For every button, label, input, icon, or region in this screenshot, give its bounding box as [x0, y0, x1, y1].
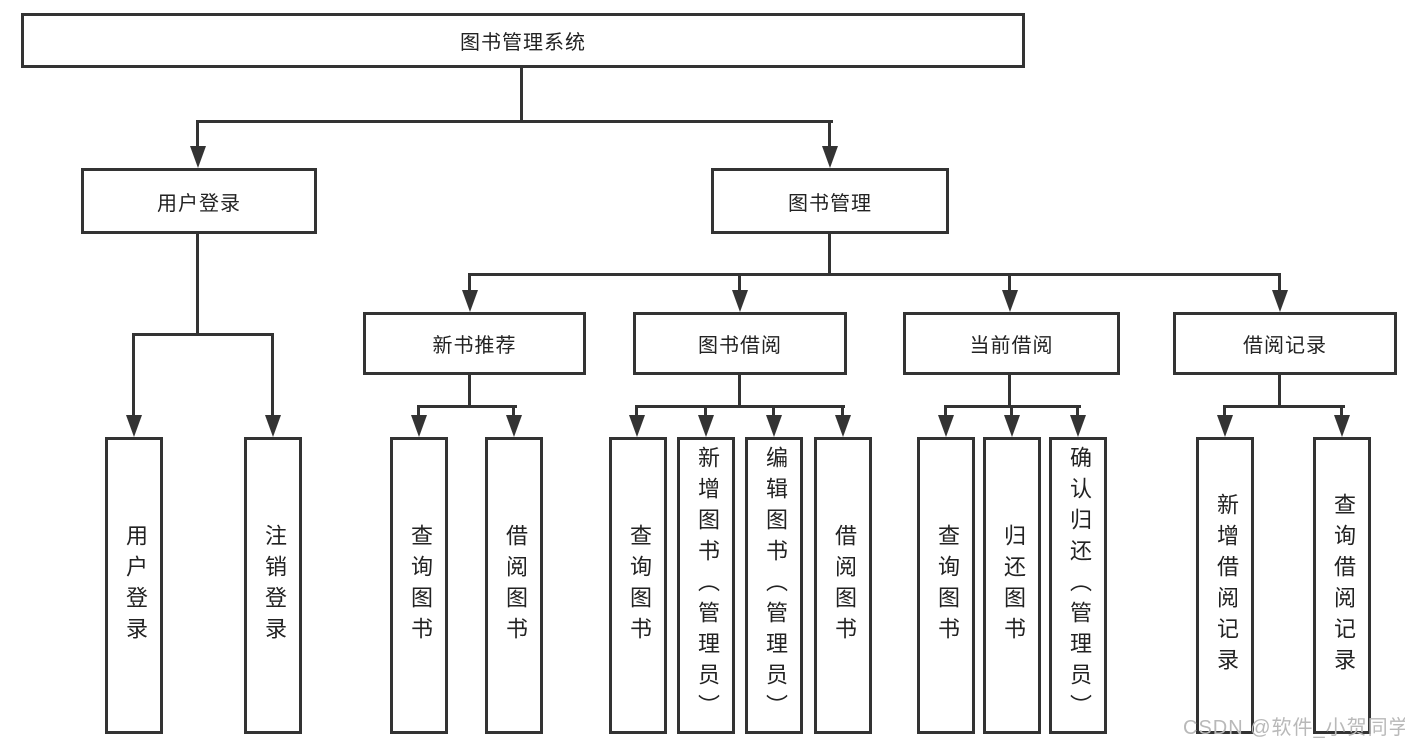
leaf-borrow-books-recommend: 借阅图书: [485, 437, 543, 734]
leaf-edit-books-admin: 编辑图书（管理员）: [745, 437, 803, 734]
arrowhead-current-borrow: [1002, 290, 1018, 312]
arrowhead-leaf: [1334, 415, 1350, 437]
connector-to-book-management: [828, 120, 831, 148]
connector-borrow-records-stem: [1278, 375, 1281, 407]
connector-new-books-bar: [417, 405, 517, 408]
arrowhead-leaf: [835, 415, 851, 437]
connector-leaf-stem: [417, 405, 420, 418]
arrowhead-leaf: [1004, 415, 1020, 437]
arrowhead-book-management: [822, 146, 838, 168]
arrowhead-new-books: [462, 290, 478, 312]
node-book-borrowing: 图书借阅: [633, 312, 847, 375]
arrowhead-leaf-logout: [265, 415, 281, 437]
leaf-return-books: 归还图书: [983, 437, 1041, 734]
connector-level2-bar: [197, 120, 833, 123]
connector-leaf-stem: [704, 405, 707, 418]
arrowhead-leaf: [1070, 415, 1086, 437]
arrowhead-user-login: [190, 146, 206, 168]
node-user-login: 用户登录: [81, 168, 317, 234]
leaf-logout: 注销登录: [244, 437, 302, 734]
leaf-add-books-admin: 新增图书（管理员）: [677, 437, 735, 734]
connector-to-current-borrow: [1008, 273, 1011, 293]
connector-leaf-stem: [1010, 405, 1013, 418]
arrowhead-leaf: [629, 415, 645, 437]
arrowhead-leaf-login: [126, 415, 142, 437]
connector-to-leaf-login: [132, 333, 135, 417]
connector-leaf-stem: [1340, 405, 1343, 418]
connector-level3-bar: [468, 273, 1281, 276]
connector-leaf-stem: [1076, 405, 1079, 418]
leaf-confirm-return-admin: 确认归还（管理员）: [1049, 437, 1107, 734]
leaf-query-books-current: 查询图书: [917, 437, 975, 734]
connector-to-user-login: [196, 120, 199, 148]
arrowhead-borrow-records: [1272, 290, 1288, 312]
node-book-management: 图书管理: [711, 168, 949, 234]
arrowhead-leaf: [698, 415, 714, 437]
connector-new-books-stem: [468, 375, 471, 407]
arrowhead-book-borrow: [732, 290, 748, 312]
connector-borrow-records-bar: [1223, 405, 1345, 408]
connector-to-new-books: [468, 273, 471, 293]
leaf-user-login: 用户登录: [105, 437, 163, 734]
arrowhead-leaf: [506, 415, 522, 437]
leaf-query-books-borrow: 查询图书: [609, 437, 667, 734]
connector-user-login-bar: [132, 333, 274, 336]
connector-book-management-stem: [828, 234, 831, 275]
connector-current-borrow-stem: [1008, 375, 1011, 407]
leaf-borrow-books: 借阅图书: [814, 437, 872, 734]
connector-to-borrow-records: [1278, 273, 1281, 293]
leaf-query-books-recommend: 查询图书: [390, 437, 448, 734]
arrowhead-leaf: [1217, 415, 1233, 437]
connector-to-leaf-logout: [271, 333, 274, 417]
leaf-query-borrow-record: 查询借阅记录: [1313, 437, 1371, 734]
node-new-book-recommendation: 新书推荐: [363, 312, 586, 375]
connector-book-borrow-stem: [738, 375, 741, 407]
connector-leaf-stem: [841, 405, 844, 418]
leaf-add-borrow-record: 新增借阅记录: [1196, 437, 1254, 734]
node-borrowing-records: 借阅记录: [1173, 312, 1397, 375]
connector-user-login-stem: [196, 234, 199, 335]
arrowhead-leaf: [766, 415, 782, 437]
connector-to-book-borrow: [738, 273, 741, 293]
connector-book-borrow-bar: [635, 405, 845, 408]
arrowhead-leaf: [411, 415, 427, 437]
connector-leaf-stem: [1223, 405, 1226, 418]
connector-leaf-stem: [635, 405, 638, 418]
connector-leaf-stem: [512, 405, 515, 418]
csdn-watermark: CSDN @软件_小贺同学: [1183, 717, 1405, 739]
connector-leaf-stem: [944, 405, 947, 418]
node-root-library-system: 图书管理系统: [21, 13, 1025, 68]
node-current-borrowing: 当前借阅: [903, 312, 1120, 375]
arrowhead-leaf: [938, 415, 954, 437]
connector-root-stem: [520, 68, 523, 120]
connector-leaf-stem: [772, 405, 775, 418]
